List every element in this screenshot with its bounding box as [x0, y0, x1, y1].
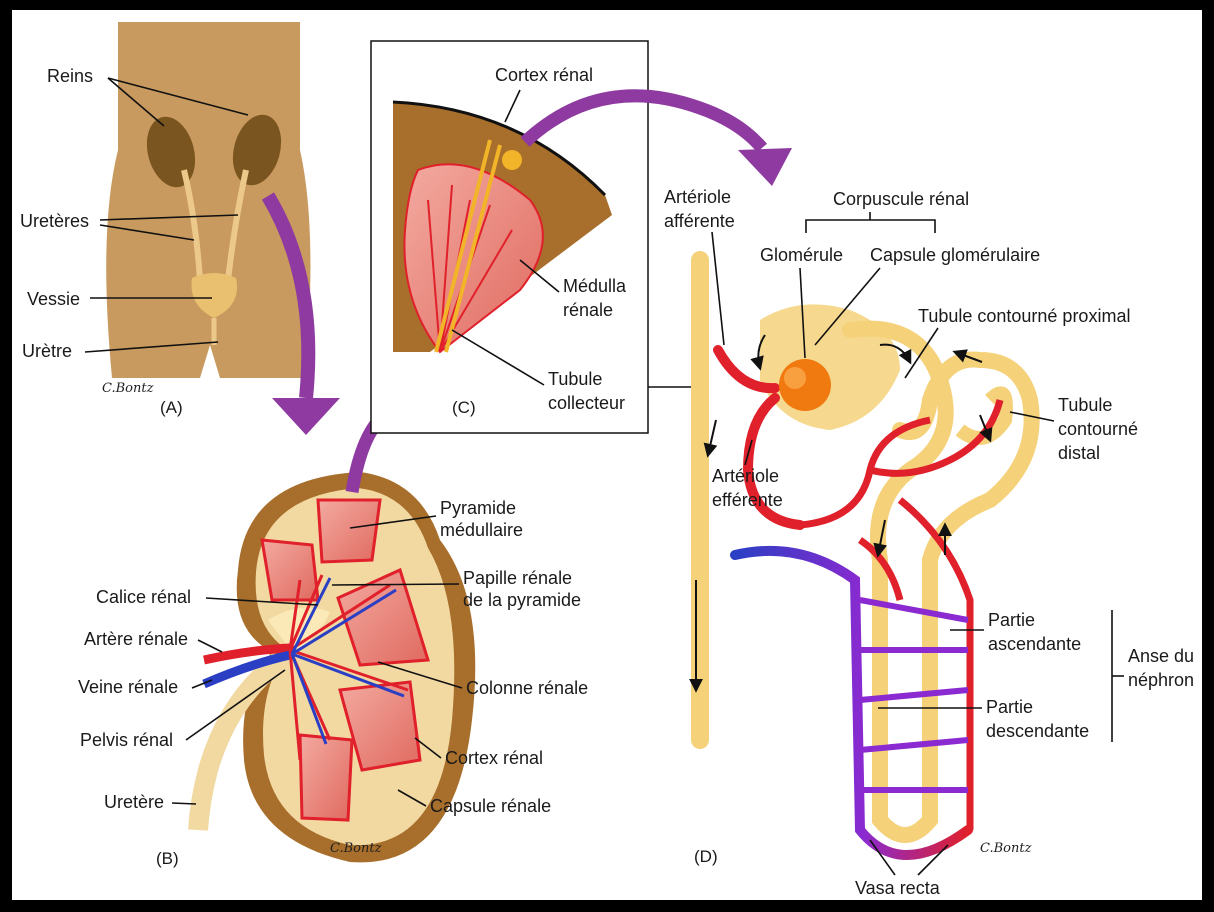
- label-capsule-glom: Capsule glomérulaire: [870, 245, 1040, 265]
- label-distal-2: contourné: [1058, 419, 1138, 439]
- panel-a-body: Reins Uretères Vessie Urètre (A) C.Bontz: [20, 22, 310, 417]
- label-anse: Anse du: [1128, 646, 1194, 666]
- panel-c-tag: (C): [452, 398, 476, 417]
- panel-a-tag: (A): [160, 398, 183, 417]
- pyramid-1: [318, 500, 380, 562]
- label-vessie: Vessie: [27, 289, 80, 309]
- label-pyramide: Pyramide: [440, 498, 516, 518]
- label-corpuscule: Corpuscule rénal: [833, 189, 969, 209]
- label-reins: Reins: [47, 66, 93, 86]
- label-calice: Calice rénal: [96, 587, 191, 607]
- leader-papille: [332, 584, 459, 585]
- glomerulus-highlight: [784, 367, 806, 389]
- label-ureteres: Uretères: [20, 211, 89, 231]
- label-artere: Artère rénale: [84, 629, 188, 649]
- label-cortex-b: Cortex rénal: [445, 748, 543, 768]
- torso-silhouette: [106, 22, 310, 378]
- label-medulla: Médulla: [563, 276, 627, 296]
- signature-d: C.Bontz: [980, 841, 1032, 856]
- label-pelvis: Pelvis rénal: [80, 730, 173, 750]
- label-cortex-c: Cortex rénal: [495, 65, 593, 85]
- label-ascendante-2: ascendante: [988, 634, 1081, 654]
- label-arteriole-eff: Artériole: [712, 466, 779, 486]
- signature-a: C.Bontz: [102, 381, 154, 396]
- label-anse-2: néphron: [1128, 670, 1194, 690]
- panel-b-tag: (B): [156, 849, 179, 868]
- label-colonne: Colonne rénale: [466, 678, 588, 698]
- label-ascendante: Partie: [988, 610, 1035, 630]
- label-uretre: Urètre: [22, 341, 72, 361]
- label-papille-2: de la pyramide: [463, 590, 581, 610]
- label-collecteur-2: collecteur: [548, 393, 625, 413]
- label-arteriole-eff-2: efférente: [712, 490, 783, 510]
- label-veine: Veine rénale: [78, 677, 178, 697]
- mini-glomerulus: [502, 150, 522, 170]
- label-capsule-b: Capsule rénale: [430, 796, 551, 816]
- label-proximal: Tubule contourné proximal: [918, 306, 1130, 326]
- label-distal: Tubule: [1058, 395, 1112, 415]
- label-collecteur: Tubule: [548, 369, 602, 389]
- label-descendante: Partie: [986, 697, 1033, 717]
- label-vasa-recta: Vasa recta: [855, 878, 941, 898]
- label-glomerule: Glomérule: [760, 245, 843, 265]
- label-medullaire: médullaire: [440, 520, 523, 540]
- leader-uretere: [172, 803, 196, 804]
- label-arteriole-aff-2: afférente: [664, 211, 735, 231]
- signature-b: C.Bontz: [330, 841, 382, 856]
- label-uretere: Uretère: [104, 792, 164, 812]
- label-papille: Papille rénale: [463, 568, 572, 588]
- label-descendante-2: descendante: [986, 721, 1089, 741]
- panel-d-tag: (D): [694, 847, 718, 866]
- label-distal-3: distal: [1058, 443, 1100, 463]
- pyramid-5: [300, 735, 352, 820]
- label-arteriole-aff: Artériole: [664, 187, 731, 207]
- pyramid-2: [262, 540, 318, 600]
- label-medulla-2: rénale: [563, 300, 613, 320]
